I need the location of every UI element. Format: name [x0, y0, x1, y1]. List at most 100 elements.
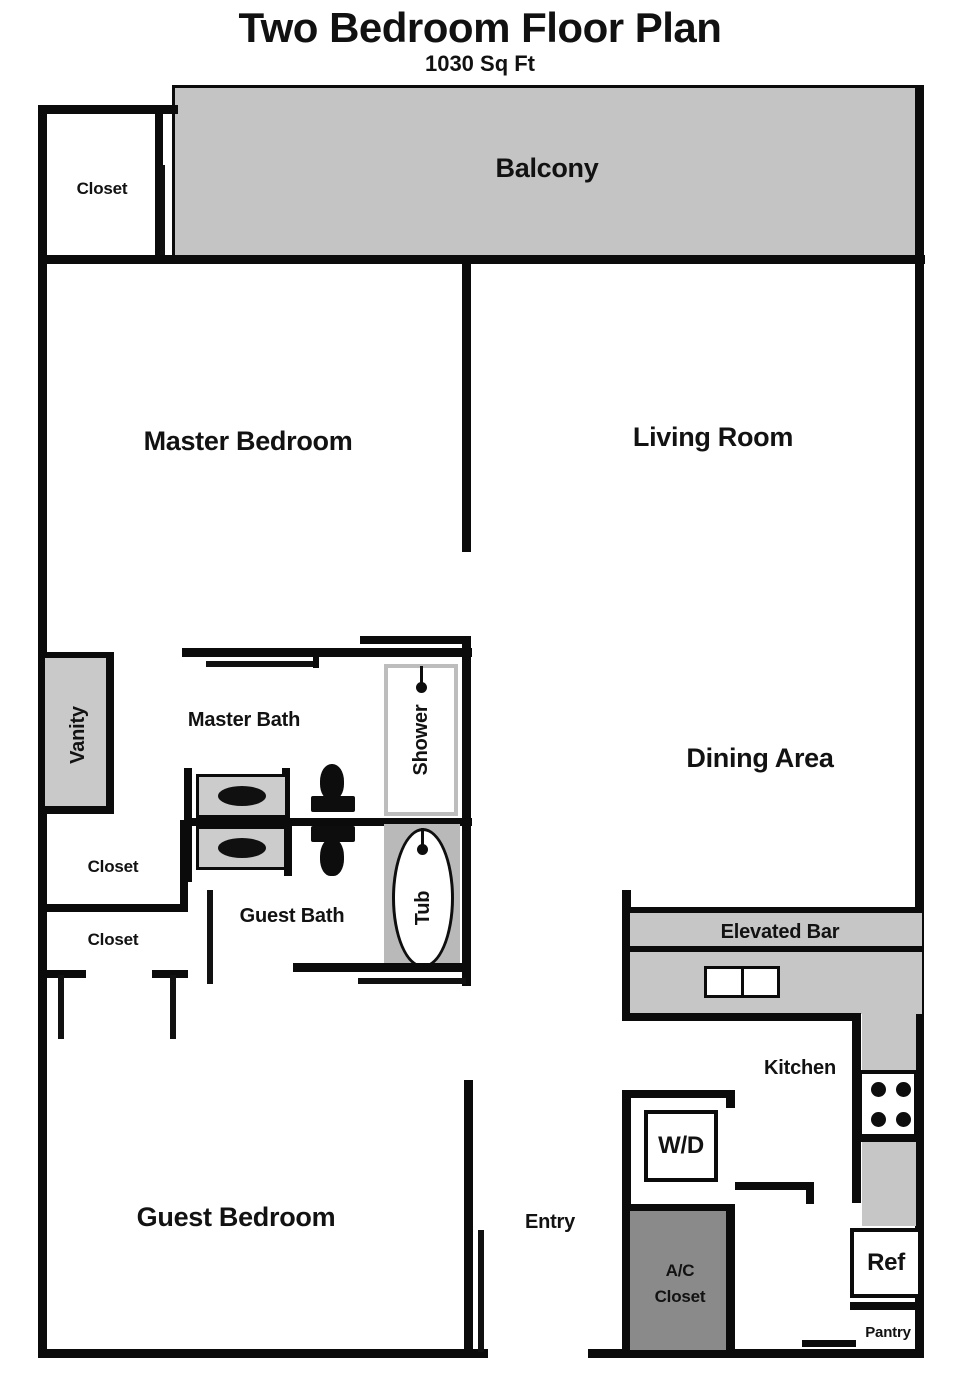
stove-range — [858, 1070, 918, 1138]
page-title: Two Bedroom Floor Plan — [238, 4, 722, 51]
kitchen-label: Kitchen — [764, 1057, 836, 1079]
tub-label: Tub — [412, 890, 434, 926]
kitchen-sink-basin-left — [707, 969, 744, 995]
wall-counter-bottom — [622, 1013, 860, 1021]
guest-sink-counter — [196, 826, 288, 870]
wall-vanity-right — [106, 652, 114, 812]
stove-burner-top-left — [871, 1082, 886, 1097]
wall-sink-upper-left — [184, 768, 192, 830]
washer-dryer: W/D — [644, 1110, 718, 1182]
refrigerator: Ref — [850, 1228, 922, 1298]
kitchen-side-counter-lower — [862, 1140, 916, 1226]
elevated-bar-counter — [630, 912, 922, 948]
master-bedroom-label: Master Bedroom — [143, 426, 353, 456]
guest-bath-door-swing — [207, 890, 213, 984]
balcony-area — [172, 85, 924, 260]
wall-pantry-shelf — [802, 1340, 856, 1347]
closet-lower-label: Closet — [87, 930, 139, 949]
vanity-label: Vanity — [67, 706, 89, 764]
kitchen-sink — [704, 966, 780, 998]
wall-bottom-outer-right — [588, 1349, 924, 1358]
wall-top-left — [38, 105, 178, 114]
elevated-bar-label: Elevated Bar — [720, 921, 840, 943]
closet-upper-label: Closet — [87, 857, 139, 876]
wall-kitchen-right-col — [852, 1013, 861, 1203]
wall-bar-top — [630, 907, 922, 913]
wall-sink-lower-right — [284, 826, 292, 876]
wall-balcony-bottom — [45, 255, 925, 264]
master-toilet-tank — [311, 796, 355, 812]
shower-label: Shower — [410, 704, 432, 776]
stove-burner-top-right — [896, 1082, 911, 1097]
wall-ac-right — [726, 1204, 735, 1354]
wall-bar-mid — [630, 946, 922, 952]
wall-guest-bedroom-right — [464, 1080, 473, 1354]
wall-master-living-divider — [462, 260, 471, 552]
closet-hall-door — [170, 975, 176, 1039]
shower-drain-dot — [416, 682, 427, 693]
tub-drain-dot — [417, 844, 428, 855]
closet-lower-door — [58, 975, 64, 1039]
wall-closet-divider — [42, 904, 188, 912]
wall-bath-door-jamb — [313, 650, 319, 668]
master-bath-door-slider — [206, 661, 318, 667]
guest-bedroom-door — [478, 1230, 484, 1352]
wall-wd-top — [622, 1090, 734, 1098]
wall-closet-upper-right — [180, 820, 188, 912]
guest-toilet-bowl — [320, 838, 344, 876]
wall-bath-mid-divider — [184, 818, 472, 826]
wall-sink-lower-left — [184, 826, 192, 882]
pantry-label: Pantry — [865, 1324, 911, 1341]
wall-bath-top — [182, 648, 472, 657]
vanity-counter — [45, 658, 110, 806]
dining-area-label: Dining Area — [686, 743, 834, 773]
wall-counter-below-stove — [858, 1136, 920, 1142]
stove-burner-bottom-right — [896, 1112, 911, 1127]
title-block: Two Bedroom Floor Plan 1030 Sq Ft — [0, 0, 960, 76]
guest-bath-label: Guest Bath — [239, 905, 345, 927]
refrigerator-label: Ref — [867, 1249, 905, 1276]
wall-closet-lower-bottom — [42, 970, 86, 978]
wall-ac-top — [622, 1204, 734, 1212]
master-sink-counter — [196, 774, 288, 818]
kitchen-side-counter-upper — [862, 1014, 916, 1070]
wall-pantry-top — [850, 1302, 922, 1310]
balcony-label: Balcony — [495, 153, 599, 183]
wall-bath-right — [462, 636, 471, 986]
wall-right-outer — [915, 85, 924, 1358]
wall-wd-right — [726, 1090, 735, 1108]
wall-bottom-outer — [38, 1349, 488, 1358]
guest-bedroom-label: Guest Bedroom — [136, 1202, 336, 1232]
master-sink-basin — [218, 786, 266, 806]
wall-hall-right-vertical — [806, 1182, 814, 1204]
master-toilet-bowl — [320, 764, 344, 800]
guest-toilet-tank — [311, 826, 355, 842]
wall-vanity-top — [42, 652, 114, 660]
kitchen-sink-basin-right — [743, 969, 777, 995]
shower-drain-stem — [420, 666, 423, 688]
ac-closet-area — [630, 1211, 728, 1350]
wall-left-outer-upper — [38, 105, 47, 660]
master-closet-label: Closet — [76, 179, 128, 198]
wall-closet-lower-right-bottom — [152, 970, 188, 978]
wall-master-closet-right — [155, 110, 163, 258]
wall-left-outer-lower — [38, 648, 47, 1358]
wall-bar-left — [622, 890, 631, 1020]
master-bath-label: Master Bath — [187, 709, 301, 731]
ac-closet-label-line1: A/C — [665, 1261, 695, 1280]
ac-closet-label-line2: Closet — [654, 1287, 706, 1306]
wall-vanity-bottom — [42, 806, 114, 814]
wall-guest-bath-bottom — [293, 963, 471, 972]
guest-sink-basin — [218, 838, 266, 858]
wall-hall-right-upper — [735, 1182, 813, 1190]
entry-label: Entry — [524, 1211, 576, 1233]
living-room-label: Living Room — [632, 422, 794, 452]
guest-bath-door-slider — [358, 978, 466, 984]
master-closet-door — [160, 165, 165, 255]
stove-burner-bottom-left — [871, 1112, 886, 1127]
washer-dryer-label: W/D — [658, 1132, 704, 1159]
tub-drain-stem — [421, 828, 424, 850]
wall-bath-top-right — [360, 636, 470, 644]
page-subtitle: 1030 Sq Ft — [424, 51, 536, 77]
